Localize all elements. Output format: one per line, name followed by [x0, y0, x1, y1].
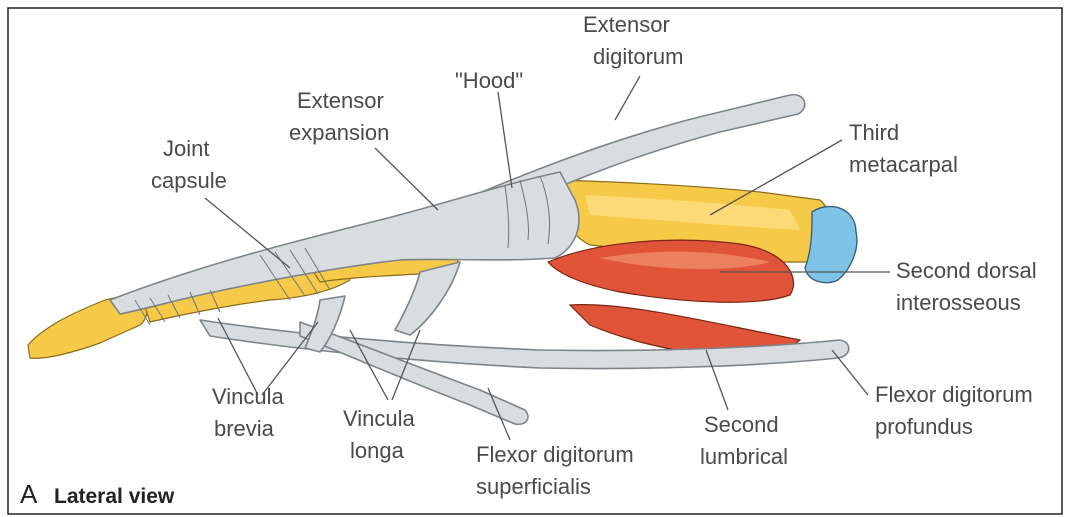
label-third-metacarpal-line2: metacarpal	[849, 152, 958, 177]
label-joint-capsule-line2: capsule	[151, 168, 227, 193]
label-extensor-expansion-line2: expansion	[289, 120, 389, 145]
label-joint-capsule-line1: Joint	[163, 136, 209, 161]
label-extensor-digitorum-line2: digitorum	[593, 44, 683, 69]
label-extensor-digitorum-line1: Extensor	[583, 12, 670, 37]
label-second-dorsal-interosseous-line2: interosseous	[896, 290, 1021, 315]
label-third-metacarpal-line1: Third	[849, 120, 899, 145]
label-flexor-digitorum-superficialis-line1: Flexor digitorum	[476, 442, 634, 467]
label-extensor-expansion-line1: Extensor	[297, 88, 384, 113]
label-vincula-brevia-line2: brevia	[214, 416, 275, 441]
caption-letter: A	[20, 479, 38, 509]
caption-title: Lateral view	[54, 485, 175, 508]
label-hood: "Hood"	[455, 68, 523, 93]
label-second-lumbrical-line1: Second	[704, 412, 779, 437]
label-second-dorsal-interosseous-line1: Second dorsal	[896, 258, 1037, 283]
label-vincula-longa-line2: longa	[350, 438, 405, 463]
label-second-lumbrical-line2: lumbrical	[700, 444, 788, 469]
label-flexor-digitorum-profundus-line1: Flexor digitorum	[875, 382, 1033, 407]
label-vincula-longa-line1: Vincula	[343, 406, 416, 431]
label-flexor-digitorum-profundus-line2: profundus	[875, 414, 973, 439]
label-vincula-brevia-line1: Vincula	[212, 384, 285, 409]
label-flexor-digitorum-superficialis-line2: superficialis	[476, 474, 591, 499]
